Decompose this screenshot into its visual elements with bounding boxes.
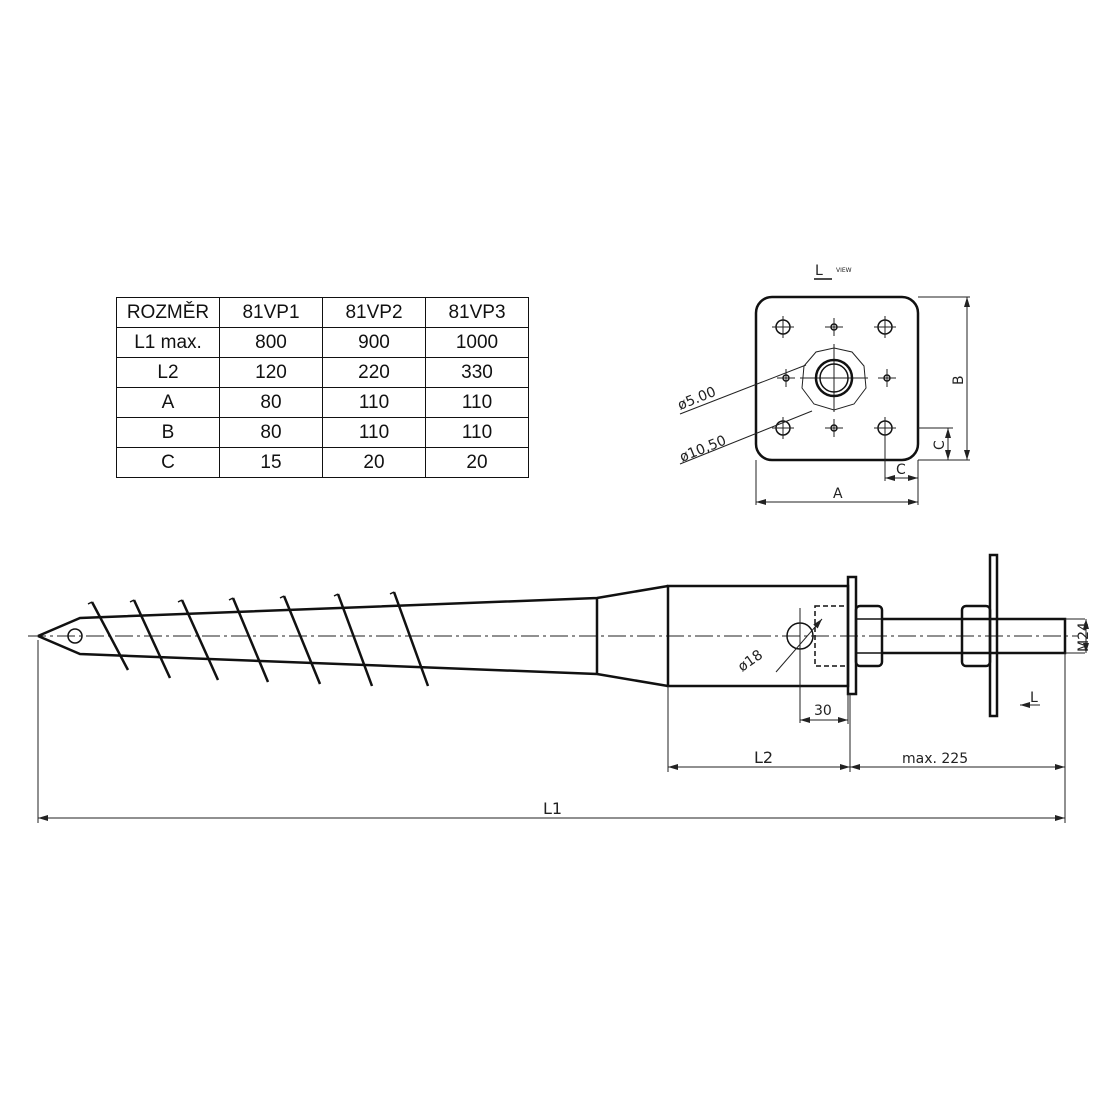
header-cell: 81VP1 bbox=[219, 297, 323, 328]
thread-label: M24 bbox=[1076, 622, 1092, 652]
large-hole-label: ø10,50 bbox=[678, 433, 729, 466]
rod-circle bbox=[814, 358, 854, 398]
leader-line bbox=[679, 364, 807, 415]
base-plate bbox=[754, 295, 920, 462]
cell: 1000 bbox=[425, 327, 529, 358]
cell: 220 bbox=[322, 357, 426, 388]
cell: 80 bbox=[219, 387, 323, 418]
hole-leader bbox=[775, 618, 823, 673]
leader-line bbox=[679, 410, 813, 465]
dimension-c-y-label: C bbox=[932, 440, 948, 450]
hidden-nut bbox=[814, 605, 849, 667]
dimension-b-label: B bbox=[951, 375, 967, 385]
cell: 110 bbox=[425, 387, 529, 418]
helix-flights bbox=[87, 591, 430, 687]
top-plate bbox=[988, 553, 999, 718]
tip-eye-hole bbox=[67, 628, 83, 644]
header-cell: ROZMĚR bbox=[116, 297, 220, 328]
cell: 110 bbox=[322, 387, 426, 418]
rod-inner-circle bbox=[819, 363, 849, 393]
cell: L2 bbox=[116, 357, 220, 388]
total-length-label: L1 bbox=[543, 799, 562, 818]
lower-nut bbox=[854, 604, 884, 668]
header-cell: 81VP3 bbox=[425, 297, 529, 328]
cell: 330 bbox=[425, 357, 529, 388]
tube-length-label: L2 bbox=[754, 748, 773, 767]
side-hole-label: ø18 bbox=[735, 647, 766, 675]
cell: 110 bbox=[425, 417, 529, 448]
plate-holes bbox=[772, 316, 896, 439]
cell: B bbox=[116, 417, 220, 448]
small-hole-label: ø5.00 bbox=[676, 384, 719, 414]
dimension-a-label: A bbox=[833, 486, 843, 502]
view-title: L bbox=[815, 263, 823, 279]
cell: C bbox=[116, 447, 220, 478]
dimension-c-x-label: C bbox=[896, 462, 906, 478]
cell: 15 bbox=[219, 447, 323, 478]
cell: 120 bbox=[219, 357, 323, 388]
table-header-row: ROZMĚR 81VP1 81VP2 81VP3 bbox=[116, 297, 529, 328]
view-title-suffix: VIEW bbox=[836, 267, 852, 274]
plate-view: L VIEW ø5.00 ø10,50 A B C C bbox=[676, 263, 970, 505]
screw-shaft bbox=[37, 584, 669, 688]
hole-offset-label: 30 bbox=[814, 703, 832, 719]
rod-length-label: max. 225 bbox=[902, 751, 968, 767]
nut-outline bbox=[801, 347, 867, 411]
side-view: ø18 30 M24 L L2 max. 225 L1 bbox=[28, 553, 1092, 823]
view-marker-label: L bbox=[1030, 690, 1038, 706]
cell: 20 bbox=[425, 447, 529, 478]
cell: 900 bbox=[322, 327, 426, 358]
